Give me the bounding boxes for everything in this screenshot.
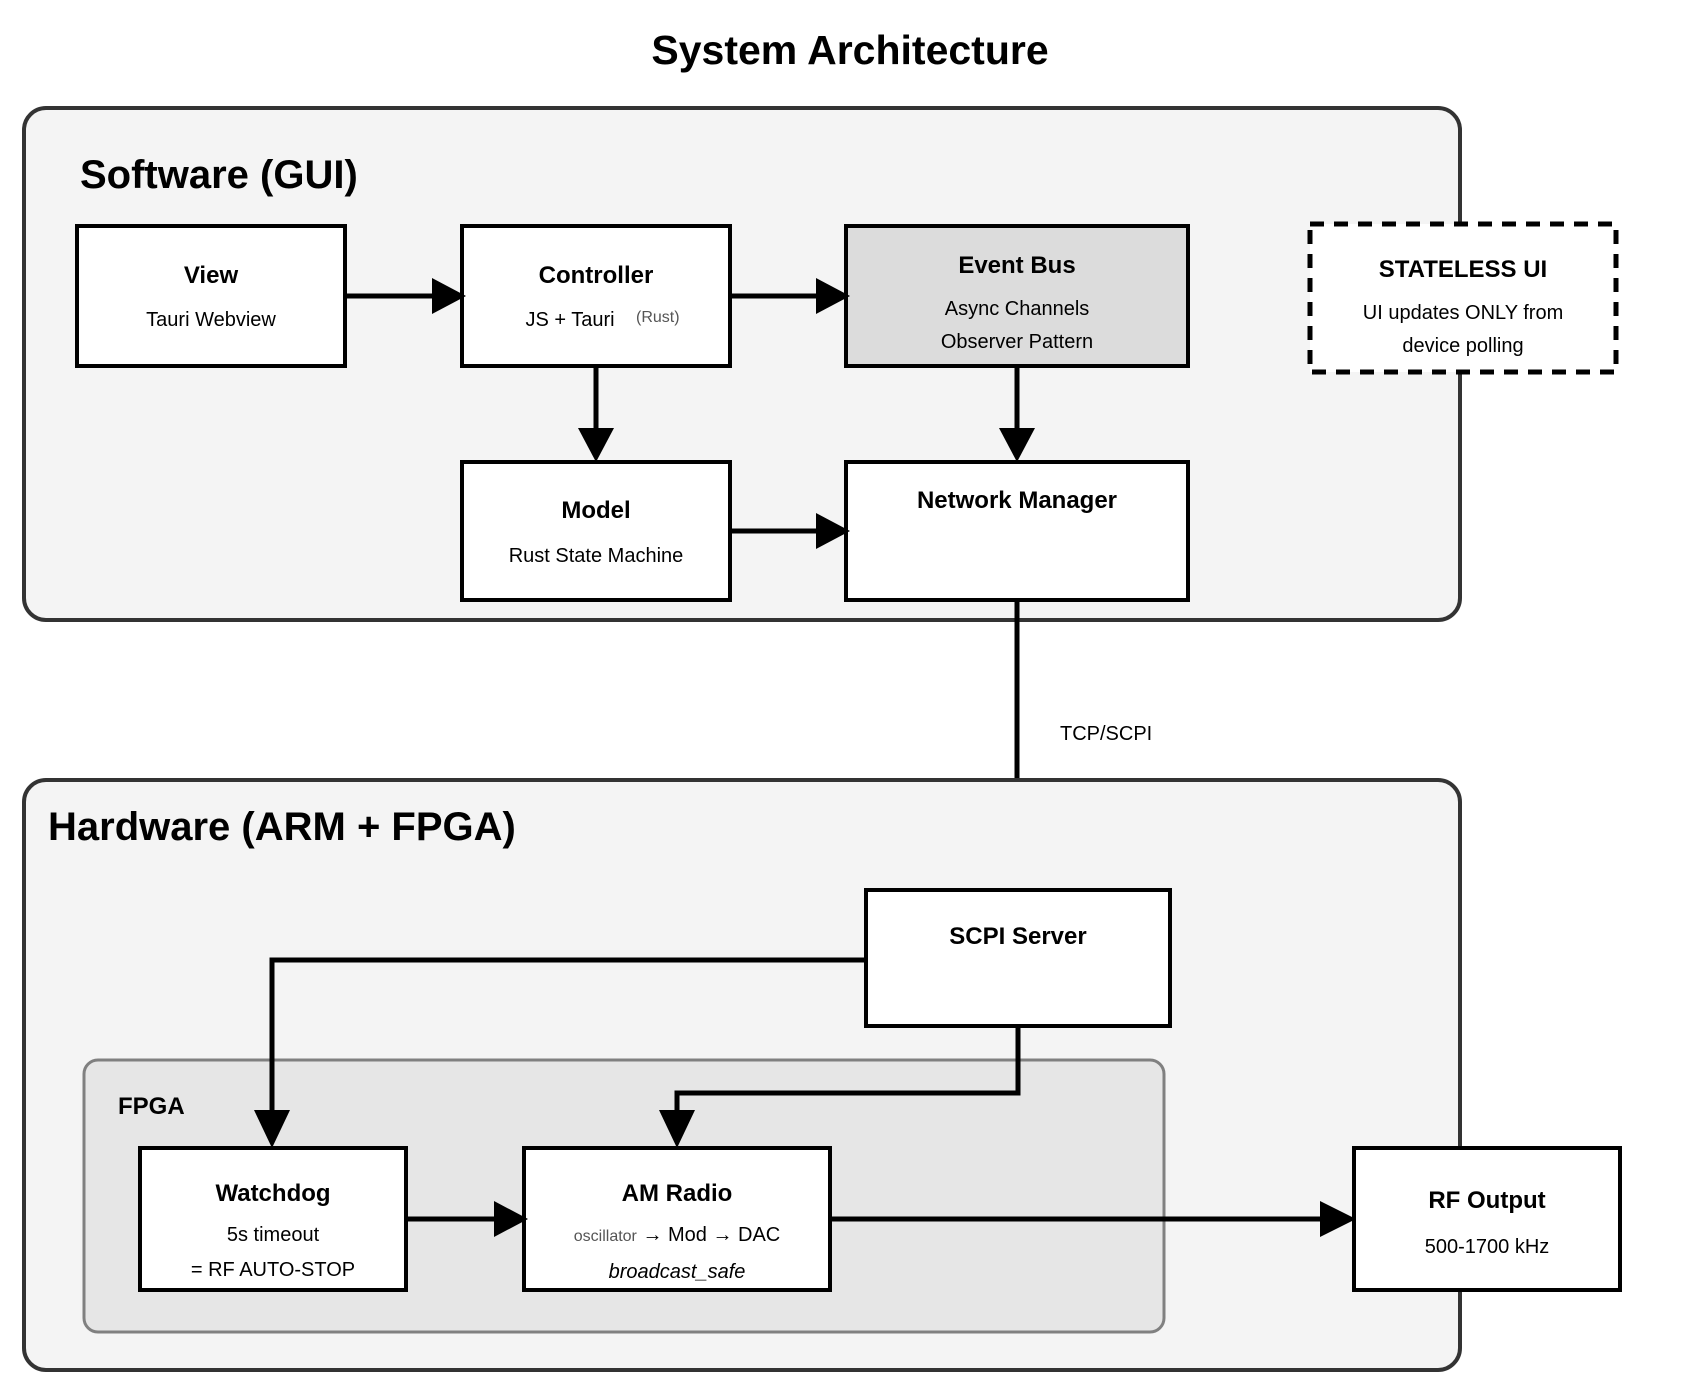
hardware-group-label: Hardware (ARM + FPGA) [48, 805, 516, 849]
note-stateless-ui-box [1307, 221, 1619, 375]
node-model-sub: Rust State Machine [509, 545, 684, 567]
node-watchdog[interactable]: Watchdog 5s timeout = RF AUTO-STOP [138, 1146, 408, 1292]
note-stateless-ui-sub1: UI updates ONLY from [1363, 302, 1563, 324]
node-rf-output-sub: 500-1700 kHz [1425, 1236, 1550, 1258]
node-event-bus-sub1: Async Channels [945, 298, 1090, 320]
node-controller-sub: JS + Tauri [525, 309, 614, 331]
node-rf-output[interactable]: RF Output 500-1700 kHz [1352, 1146, 1622, 1292]
edge-model-to-networkmanager [730, 513, 850, 549]
node-am-radio-sub1-oscillator: oscillator [574, 1228, 638, 1245]
node-watchdog-box[interactable] [138, 1146, 408, 1292]
node-network-manager-title: Network Manager [917, 487, 1117, 514]
node-scpi-server-box[interactable] [864, 888, 1172, 1028]
edge-watchdog-to-amradio [406, 1201, 528, 1237]
node-network-manager-box[interactable] [844, 460, 1190, 602]
node-watchdog-sub1: 5s timeout [227, 1224, 320, 1246]
node-am-radio-sub1-chain: → Mod → DAC [637, 1224, 780, 1246]
edge-amradio-to-rfoutput [830, 1201, 1356, 1237]
node-network-manager[interactable]: Network Manager [844, 460, 1190, 602]
node-view-sub: Tauri Webview [146, 309, 276, 331]
node-controller-title: Controller [539, 262, 654, 289]
node-rf-output-title: RF Output [1428, 1187, 1545, 1214]
node-event-bus-sub2: Observer Pattern [941, 331, 1093, 353]
node-controller-box[interactable] [460, 224, 732, 368]
node-model-box[interactable] [460, 460, 732, 602]
node-am-radio-sub1: oscillator → Mod → DAC [574, 1224, 781, 1246]
node-rf-output-box[interactable] [1352, 1146, 1622, 1292]
edge-label-tcp-scpi: TCP/SCPI [1060, 723, 1152, 745]
note-stateless-ui-title: STATELESS UI [1379, 256, 1547, 283]
note-stateless-ui: STATELESS UI UI updates ONLY from device… [1307, 221, 1619, 375]
edge-eventbus-to-networkmanager [999, 366, 1035, 462]
node-watchdog-title: Watchdog [215, 1180, 330, 1207]
note-stateless-ui-sub2: device polling [1402, 335, 1523, 357]
edge-scpiserver-to-amradio [659, 1026, 1021, 1148]
edge-view-to-controller [345, 278, 466, 314]
node-model-title: Model [561, 497, 630, 524]
node-scpi-server-title: SCPI Server [949, 923, 1086, 950]
edge-controller-to-model [578, 366, 614, 462]
edge-scpiserver-to-watchdog [254, 957, 866, 1148]
node-model[interactable]: Model Rust State Machine [460, 460, 732, 602]
node-controller[interactable]: Controller JS + Tauri (Rust) [460, 224, 732, 368]
node-am-radio[interactable]: AM Radio oscillator → Mod → DAC broadcas… [522, 1146, 832, 1292]
node-event-bus-title: Event Bus [958, 252, 1075, 279]
page-title: System Architecture [651, 27, 1048, 73]
node-event-bus[interactable]: Event Bus Async Channels Observer Patter… [844, 224, 1190, 368]
node-am-radio-sub2: broadcast_safe [609, 1261, 746, 1283]
fpga-subgroup-label: FPGA [118, 1093, 185, 1120]
node-view[interactable]: View Tauri Webview [75, 224, 347, 368]
node-am-radio-title: AM Radio [622, 1180, 733, 1207]
node-view-box[interactable] [75, 224, 347, 368]
node-scpi-server[interactable]: SCPI Server [864, 888, 1172, 1028]
software-group-label: Software (GUI) [80, 153, 358, 197]
node-view-title: View [184, 262, 239, 289]
node-controller-sub-annotation: (Rust) [636, 309, 680, 326]
edge-controller-to-eventbus [730, 278, 850, 314]
node-watchdog-sub2: = RF AUTO-STOP [191, 1259, 355, 1281]
